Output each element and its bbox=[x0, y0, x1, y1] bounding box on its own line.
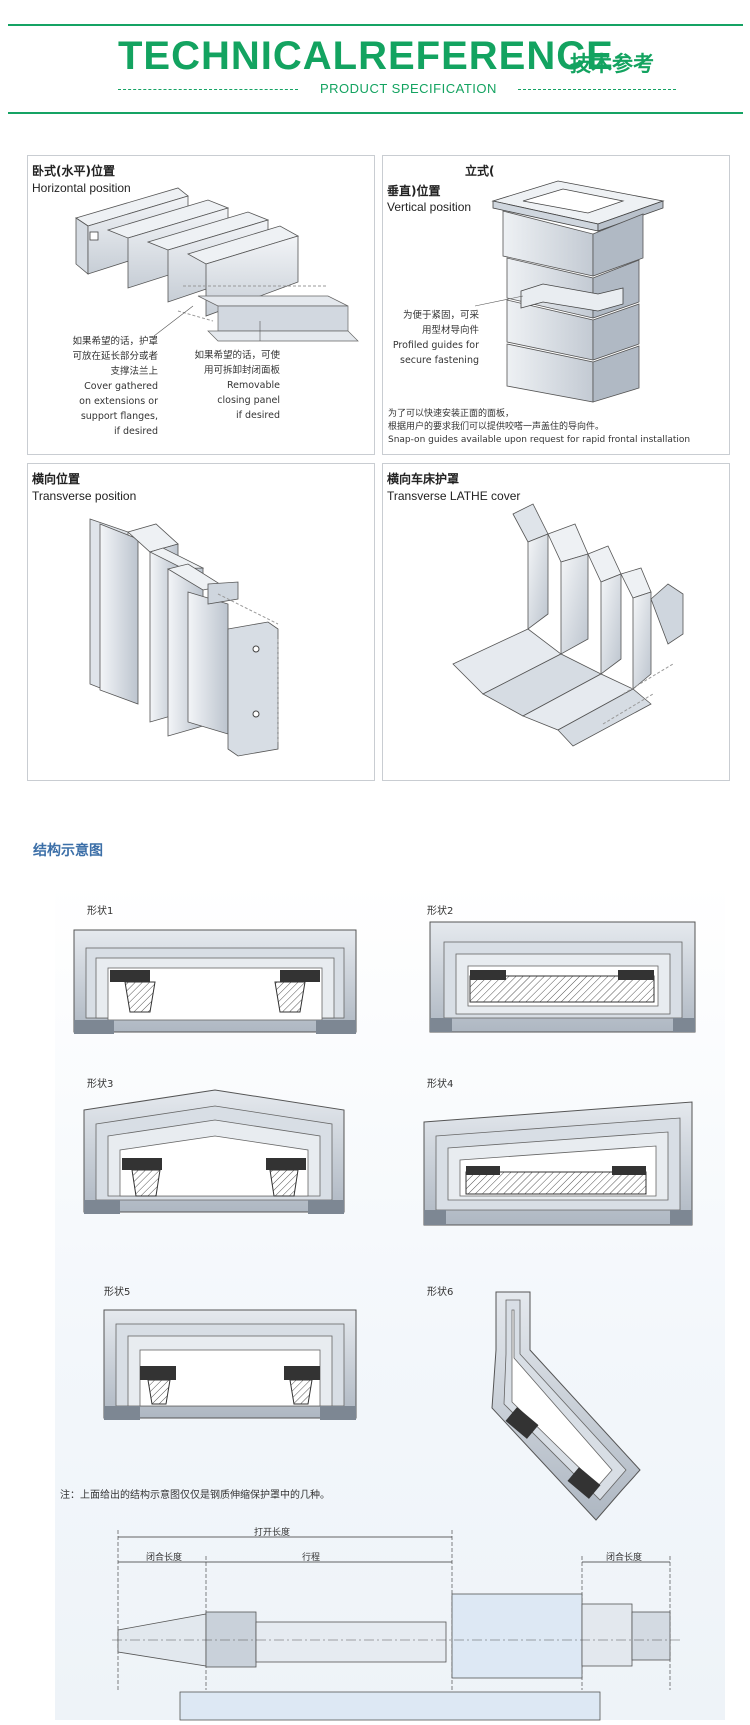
page-subtitle: PRODUCT SPECIFICATION bbox=[320, 81, 497, 96]
header-top-rule bbox=[8, 24, 743, 26]
dim-stroke: 行程 bbox=[302, 1553, 321, 1563]
shape-label-4: 形状4 bbox=[427, 1079, 454, 1090]
shape-5-section bbox=[103, 1309, 357, 1420]
note-line: Profiled guides for bbox=[392, 340, 479, 351]
vertical-label-cn-line2: 垂直)位置 bbox=[387, 184, 441, 198]
shape-label-2: 形状2 bbox=[427, 906, 454, 917]
transverse-cover-illustration bbox=[89, 518, 279, 757]
shape-label-3: 形状3 bbox=[87, 1079, 114, 1090]
note-line: on extensions or bbox=[79, 396, 158, 407]
bolt-icon bbox=[252, 645, 260, 653]
slide-block bbox=[110, 970, 150, 982]
dim-closed-length-left: 闭合长度 bbox=[146, 1553, 183, 1563]
structure-footnote: 注：上面给出的结构示意图仅仅是钢质伸缩保护罩中的几种。 bbox=[60, 1490, 330, 1501]
header-bottom-rule bbox=[8, 112, 743, 114]
dim-open-length: 打开长度 bbox=[254, 1528, 291, 1538]
dim-closed-length-right: 闭合长度 bbox=[606, 1553, 643, 1563]
subtitle-dash-left bbox=[118, 89, 298, 90]
note-line: 用型材导向件 bbox=[421, 325, 479, 336]
note-line: secure fastening bbox=[400, 355, 479, 366]
note-line: 如果希望的话，可使 bbox=[194, 350, 280, 361]
transverse-label-en: Transverse position bbox=[32, 489, 137, 503]
horizontal-note-right: 如果希望的话，可使 用可拆卸封闭面板 Removable closing pan… bbox=[168, 348, 280, 423]
shape-1-section bbox=[73, 929, 357, 1034]
vertical-label-cn-line1: 立式( bbox=[465, 164, 495, 178]
panel-lathe-cover: 横向车床护罩 Transverse LATHE cover bbox=[382, 463, 730, 781]
note-line: 为了可以快速安装正面的面板， bbox=[388, 409, 515, 419]
page-header: TECHNICALREFERENCE 技术参考 PRODUCT SPECIFIC… bbox=[0, 0, 750, 120]
horizontal-note-left: 如果希望的话，护罩 可放在延长部分或者 支撑法兰上 Cover gathered… bbox=[38, 334, 158, 439]
panel-transverse-position: 横向位置 Transverse position bbox=[27, 463, 375, 781]
note-line: closing panel bbox=[217, 395, 280, 406]
horizontal-cover-illustration bbox=[75, 187, 359, 342]
lathe-label-en: Transverse LATHE cover bbox=[387, 489, 521, 503]
vertical-cover-illustration bbox=[474, 180, 665, 403]
vertical-label-en: Vertical position bbox=[387, 200, 472, 214]
shape-6-section bbox=[491, 1291, 641, 1521]
slide-block bbox=[280, 970, 320, 982]
shape-4-section bbox=[423, 1101, 693, 1226]
vertical-note-bottom: 为了可以快速安装正面的面板， 根据用户的要求我们可以提供咬嗒一声盖住的导向件。 … bbox=[388, 408, 728, 447]
elevation-drawing bbox=[112, 1530, 680, 1721]
note-line: support flanges, bbox=[80, 411, 158, 422]
note-line: Removable bbox=[226, 380, 280, 391]
note-line: 根据用户的要求我们可以提供咬嗒一声盖住的导向件。 bbox=[388, 422, 605, 432]
note-line: 如果希望的话，护罩 bbox=[72, 336, 158, 347]
note-line: Snap-on guides available upon request fo… bbox=[388, 435, 691, 445]
note-line: Cover gathered bbox=[84, 381, 158, 392]
shape-label-6: 形状6 bbox=[427, 1287, 454, 1298]
panel-vertical-position: 立式( 垂直)位置 Vertical position 为便于紧固，可采 用型材… bbox=[382, 155, 730, 455]
lathe-cover-illustration bbox=[452, 503, 684, 747]
panel-horizontal-position: 卧式(水平)位置 Horizontal position 如果希望的话，护罩 可… bbox=[27, 155, 375, 455]
page-title: TECHNICALREFERENCE bbox=[118, 34, 614, 78]
horizontal-label-cn: 卧式(水平)位置 bbox=[32, 164, 115, 178]
structure-section-title: 结构示意图 bbox=[33, 843, 103, 859]
bolt-icon bbox=[252, 710, 260, 718]
note-line: 为便于紧固，可采 bbox=[402, 310, 479, 321]
transverse-label-cn: 横向位置 bbox=[32, 472, 81, 486]
shape-label-5: 形状5 bbox=[104, 1287, 131, 1298]
shape-label-1: 形状1 bbox=[87, 906, 114, 917]
page-title-cn: 技术参考 bbox=[570, 52, 654, 76]
shape-3-section bbox=[83, 1089, 345, 1214]
note-line: if desired bbox=[235, 410, 280, 421]
lathe-label-cn: 横向车床护罩 bbox=[387, 472, 460, 486]
note-line: 可放在延长部分或者 bbox=[72, 351, 158, 362]
shape-2-section bbox=[429, 921, 696, 1033]
note-line: 支撑法兰上 bbox=[110, 366, 158, 377]
note-line: 用可拆卸封闭面板 bbox=[203, 365, 280, 376]
mount-bracket-icon bbox=[89, 231, 99, 241]
note-line: if desired bbox=[113, 426, 158, 437]
subtitle-dash-right bbox=[518, 89, 676, 90]
horizontal-label-en: Horizontal position bbox=[32, 181, 131, 195]
vertical-note-mid: 为便于紧固，可采 用型材导向件 Profiled guides for secu… bbox=[383, 308, 479, 368]
